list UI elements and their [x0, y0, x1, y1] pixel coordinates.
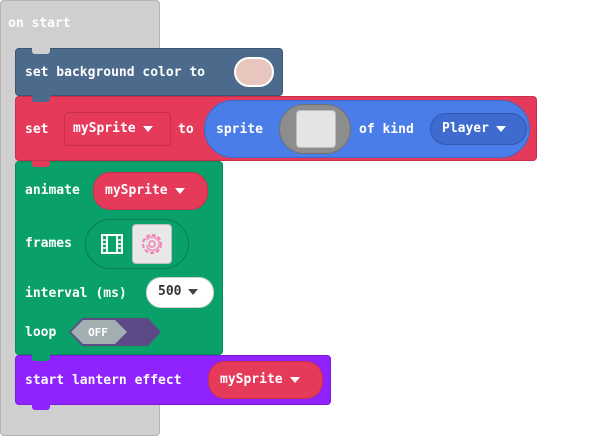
animate-block[interactable]: animate mySprite frames interval (ms) 50…	[15, 161, 223, 360]
variable-name: mySprite	[105, 183, 168, 198]
kind-dropdown-label: Player	[442, 121, 506, 137]
animate-variable-dropdown[interactable]: mySprite	[93, 172, 208, 210]
variable-dropdown[interactable]: mySprite	[64, 112, 171, 146]
interval-value: 500	[158, 284, 182, 299]
sprite-label: sprite	[216, 122, 263, 137]
frames-label: frames	[25, 236, 72, 251]
swirl-frame-icon	[142, 234, 162, 254]
dropdown-triangle-icon	[188, 288, 199, 295]
on-start-label: on start	[8, 16, 71, 31]
kind-dropdown[interactable]: Player	[430, 113, 527, 145]
animate-variable-label: mySprite	[105, 183, 185, 199]
sprite-image-preview	[296, 110, 336, 148]
set-sprite-block[interactable]: set mySprite to sprite of kind Player	[15, 96, 537, 161]
interval-dropdown[interactable]: 500	[146, 277, 214, 308]
animate-label: animate	[25, 183, 80, 198]
block-notch	[32, 96, 50, 102]
frame-preview	[132, 224, 172, 264]
loop-toggle-label: OFF	[88, 326, 108, 339]
dropdown-triangle-icon	[495, 125, 506, 132]
background-color-swatch[interactable]	[234, 57, 274, 87]
variable-name: mySprite	[220, 372, 283, 387]
variable-dropdown-label: mySprite	[73, 121, 153, 137]
of-kind-label: of kind	[359, 122, 414, 137]
loop-toggle[interactable]: OFF	[68, 316, 162, 348]
set-background-color-block[interactable]: set background color to	[15, 48, 283, 101]
dropdown-triangle-icon	[174, 187, 185, 194]
interval-dropdown-label: 500	[158, 284, 199, 300]
block-notch	[32, 355, 50, 361]
set-label: set	[25, 122, 49, 137]
block-notch	[32, 161, 50, 167]
sprite-of-kind-block[interactable]: sprite of kind Player	[204, 100, 530, 158]
dropdown-triangle-icon	[289, 376, 300, 383]
start-lantern-effect-label: start lantern effect	[25, 373, 182, 388]
variable-name: mySprite	[73, 121, 136, 136]
to-label: to	[178, 122, 194, 137]
block-notch	[32, 48, 50, 54]
lantern-variable-dropdown[interactable]: mySprite	[208, 361, 323, 399]
frames-field[interactable]	[85, 219, 189, 269]
lantern-variable-label: mySprite	[220, 372, 300, 388]
interval-label: interval (ms)	[25, 286, 127, 301]
loop-label: loop	[25, 325, 57, 340]
dropdown-triangle-icon	[142, 125, 153, 132]
kind-value: Player	[442, 121, 489, 136]
start-lantern-effect-block[interactable]: start lantern effect mySprite	[15, 355, 331, 410]
sprite-image-field[interactable]	[279, 104, 351, 154]
set-background-color-label: set background color to	[25, 65, 206, 80]
film-strip-icon	[101, 234, 123, 254]
block-tab	[32, 404, 50, 410]
